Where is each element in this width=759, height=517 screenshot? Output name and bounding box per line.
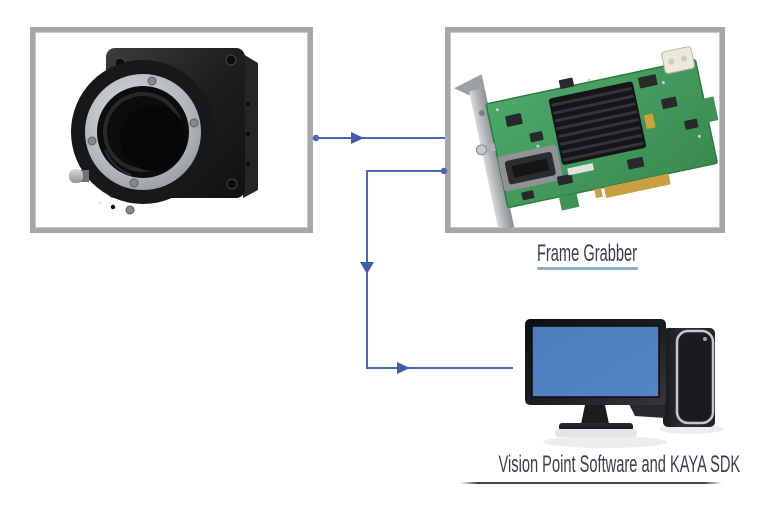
vision-point-underline (460, 482, 722, 484)
camera-node (30, 27, 313, 233)
connector-camera-to-frame-grabber (312, 132, 445, 144)
frame-grabber-card-icon (454, 46, 719, 228)
desktop-computer-icon (525, 319, 723, 448)
frame-grabber-underline (537, 267, 638, 270)
tower-case (663, 328, 715, 427)
vision-point-label: Vision Point Software and KAYA SDK (498, 451, 741, 478)
arrowhead-icon (360, 262, 374, 274)
arrowhead-icon (397, 362, 410, 374)
camera-icon (69, 48, 258, 215)
frame-grabber-node (445, 27, 725, 233)
frame-grabber-label: Frame Grabber (536, 240, 638, 267)
arrowhead-icon (351, 132, 364, 144)
monitor (525, 319, 666, 437)
connector-dot (312, 134, 320, 142)
